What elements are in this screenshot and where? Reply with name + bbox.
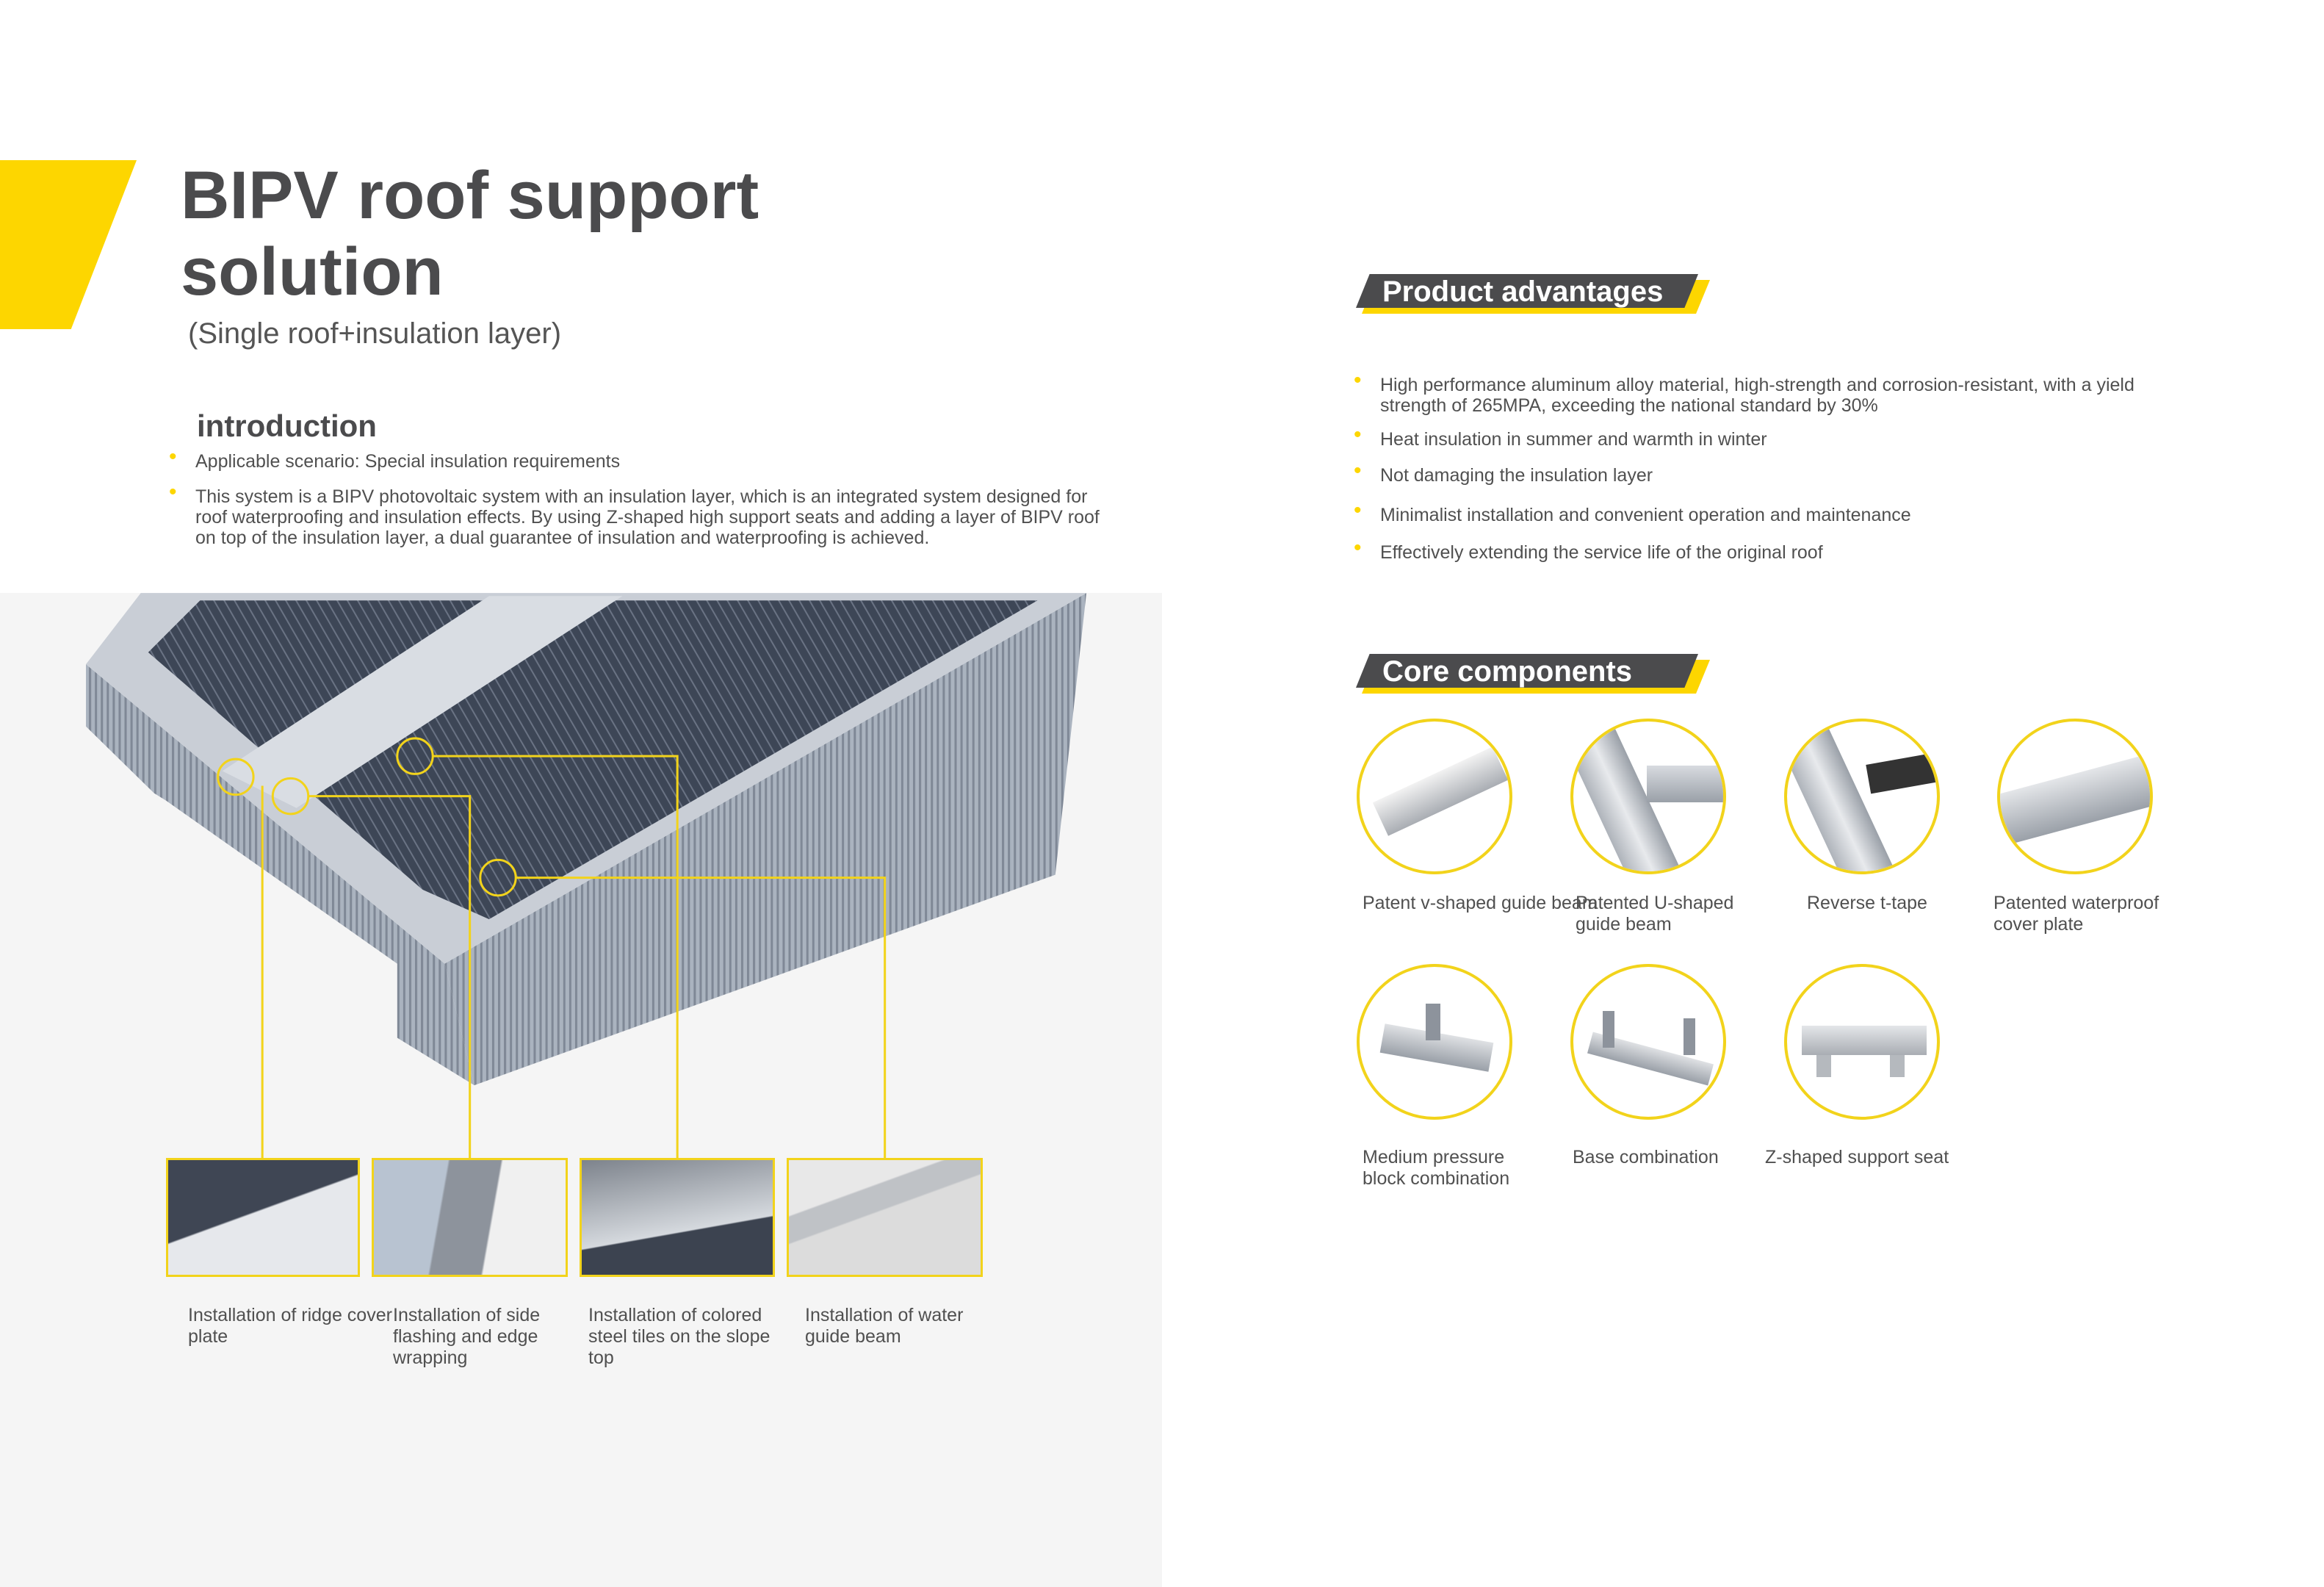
u-guide-beam-image [1570,719,1726,874]
component-label: Reverse t-tape [1807,893,1927,913]
detail-image-side-flashing [372,1158,568,1277]
advantage-text: Heat insulation in summer and warmth in … [1380,429,1767,450]
detail-caption: Installation of ridge cover plate [188,1305,392,1347]
advantage-item: • Not damaging the insulation layer [1354,460,1653,486]
base-combination-image [1570,964,1726,1120]
ridge-cover [222,596,623,808]
component-label: Z-shaped support seat [1765,1147,1949,1167]
advantage-text: Minimalist installation and convenient o… [1380,505,1911,525]
detail-caption: Installation of water guide beam [805,1305,964,1347]
component-label: Base combination [1573,1147,1719,1167]
component-label: Patent v-shaped guide beam [1363,893,1598,913]
component-label: Patented waterproof cover plate [1993,893,2159,935]
reverse-t-tape-image [1784,719,1940,874]
roof-right-wall [444,593,1087,1086]
roof-left-wall [86,664,474,1086]
detail-caption: Installation of colored steel tiles on t… [588,1305,771,1368]
title-line-1: BIPV roof support [181,158,759,233]
detail-image-water-guide [787,1158,983,1277]
detail-caption: Installation of side flashing and edge w… [393,1305,541,1368]
section-heading: Product advantages [1382,276,1664,308]
product-advantages-header: Product advantages [1356,274,1710,314]
callout-lines [217,737,887,1158]
bullet-dot-icon: • [1354,422,1362,447]
title-line-2: solution [181,234,444,309]
bullet-dot-icon: • [1354,536,1362,560]
introduction-heading: introduction [197,409,377,443]
intro-bullet: • Applicable scenario: Special insulation… [169,446,1121,472]
intro-bullet-text: Applicable scenario: Special insulation … [195,451,621,472]
v-guide-beam-image [1357,719,1512,874]
core-components-header: Core components [1356,654,1710,694]
advantage-item: • Minimalist installation and convenient … [1354,500,1911,526]
bullet-dot-icon: • [1354,498,1362,522]
bullet-dot-icon: • [169,480,177,504]
intro-bullet-text: This system is a BIPV photovoltaic syste… [195,486,1100,548]
advantage-item: • Heat insulation in summer and warmth in… [1354,424,1767,450]
bullet-dot-icon: • [1354,458,1362,483]
advantage-item: • Effectively extending the service life … [1354,537,1823,564]
detail-image-steel-tiles [580,1158,775,1277]
advantage-item: • High performance aluminum alloy materia… [1354,370,2195,417]
component-label: Medium pressure block combination [1363,1147,1510,1189]
medium-pressure-block-image [1357,964,1512,1120]
component-label: Patented U-shaped guide beam [1576,893,1734,935]
bullet-dot-icon: • [1354,368,1362,392]
detail-image-ridge [166,1158,360,1277]
advantage-text: Not damaging the insulation layer [1380,465,1653,486]
waterproof-cover-plate-image [1997,719,2153,874]
subtitle: (Single roof+insulation layer) [188,317,562,350]
advantage-text: Effectively extending the service life o… [1380,542,1823,563]
intro-bullet: • This system is a BIPV photovoltaic syst… [169,481,1121,549]
section-heading: Core components [1382,655,1633,688]
z-support-seat-image [1784,964,1940,1120]
bullet-dot-icon: • [169,445,177,469]
advantage-text: High performance aluminum alloy material… [1380,375,2134,416]
